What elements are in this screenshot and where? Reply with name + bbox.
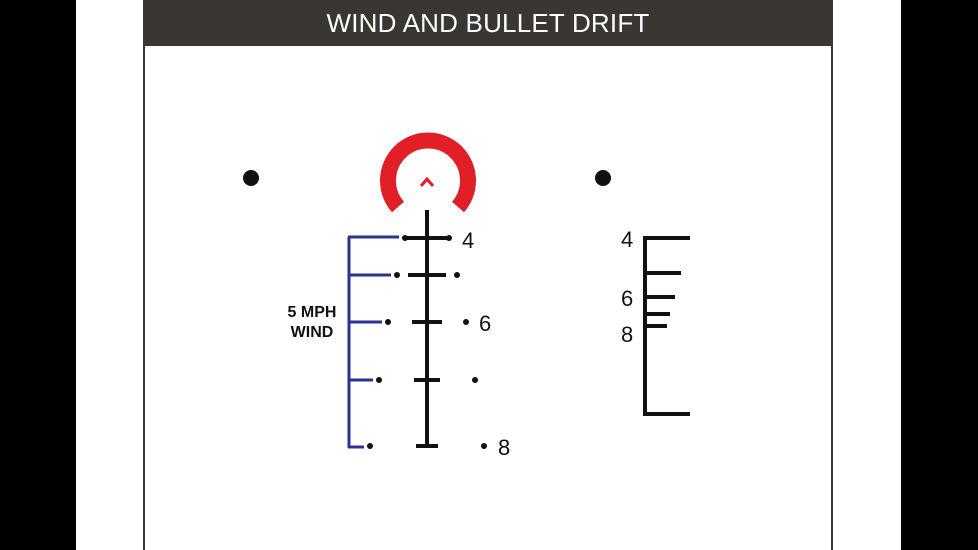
wind-dot [463, 319, 469, 325]
reticle-label-8: 8 [498, 435, 510, 460]
right-black-bar [901, 0, 978, 550]
wind-bracket [347, 235, 399, 449]
wind-label-speed: 5 MPH [287, 304, 337, 321]
reticle-label-4: 4 [462, 228, 474, 253]
horseshoe-icon [380, 132, 476, 213]
wind-dot [481, 443, 487, 449]
reticle-label-6: 6 [479, 311, 491, 336]
wind-dots [367, 235, 487, 449]
wind-dot [394, 272, 400, 278]
diagram-panel [143, 0, 833, 550]
left-gutter [76, 0, 143, 550]
wind-dot [367, 443, 373, 449]
scale-label-4: 4 [621, 227, 633, 252]
right-dot-icon [595, 170, 611, 186]
wind-dot [454, 272, 460, 278]
scale-label-8: 8 [621, 322, 633, 347]
wind-dot [376, 377, 382, 383]
chevron-up-icon [419, 176, 435, 187]
wind-dot [472, 377, 478, 383]
wind-label: 5 MPH WIND [272, 303, 352, 343]
wind-dot [446, 235, 452, 241]
title-bar: WIND AND BULLET DRIFT [143, 0, 833, 46]
right-gutter [833, 0, 901, 550]
page-title: WIND AND BULLET DRIFT [326, 7, 650, 38]
wind-label-word: WIND [290, 324, 334, 341]
left-black-bar [0, 0, 76, 550]
scale-label-6: 6 [621, 286, 633, 311]
wind-dot [402, 235, 408, 241]
wind-dot [385, 319, 391, 325]
drop-scale [643, 236, 690, 416]
left-dot-icon [243, 170, 259, 186]
